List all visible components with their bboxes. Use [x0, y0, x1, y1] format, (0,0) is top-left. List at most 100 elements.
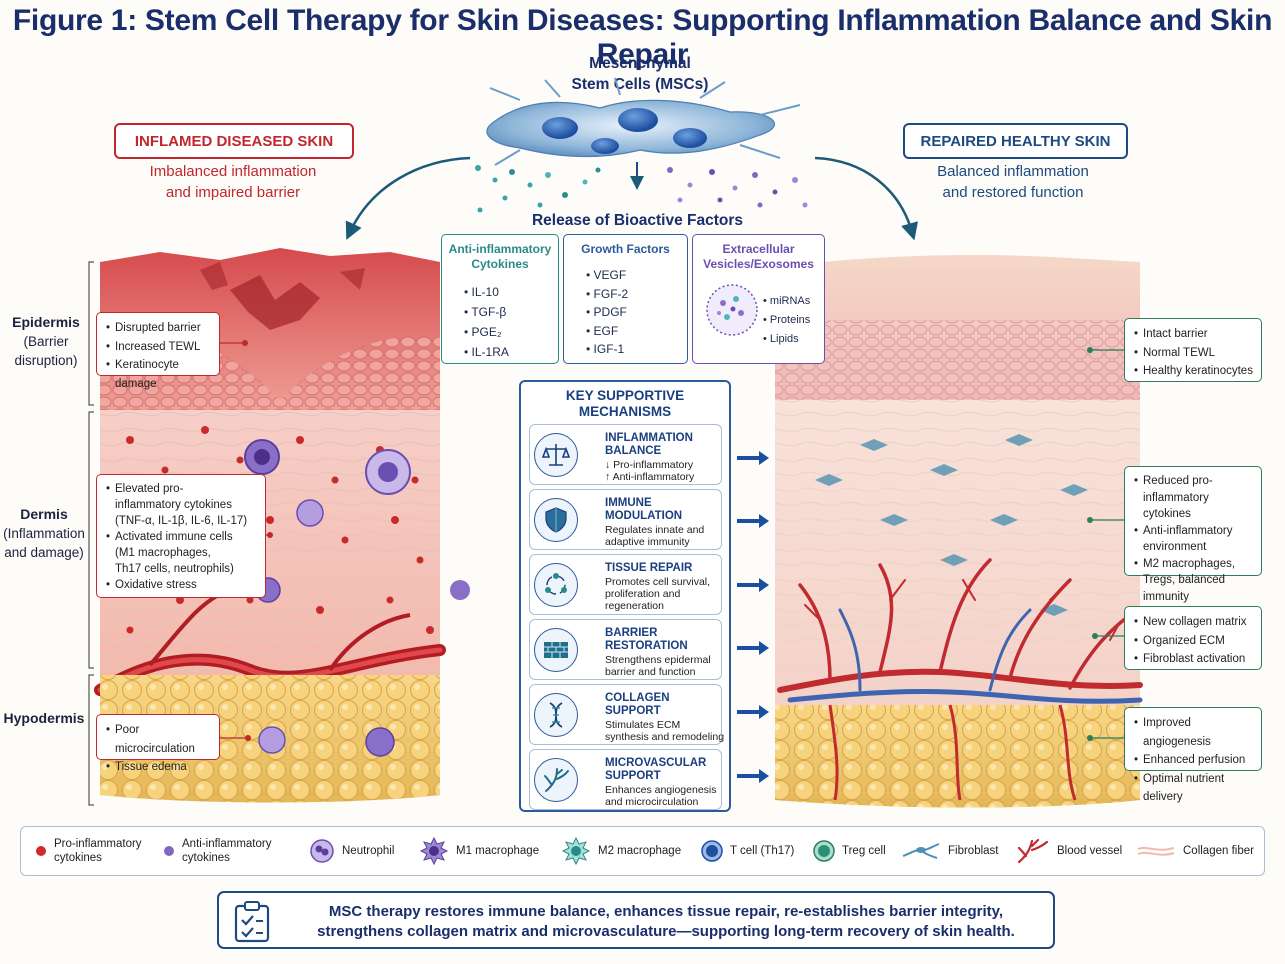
mechanism-desc-line: proliferation and: [605, 588, 681, 600]
mechanism-title-line: SUPPORT: [605, 770, 661, 782]
left-callout-epidermis: Disrupted barrier Increased TEWL Keratin…: [96, 312, 220, 390]
factor-header: Growth Factors: [564, 242, 687, 257]
mechanism-title-line: BARRIER: [605, 627, 658, 639]
shield-icon: [534, 498, 578, 542]
mechanism-desc-line: Strengthens epidermal: [605, 654, 711, 666]
left-callout-hypodermis: Poor microcirculation Tissue edema: [96, 714, 220, 776]
t-cell-icon: [701, 840, 723, 862]
mechanism-desc-line: and microcirculation: [605, 796, 699, 808]
callout-item-cont: inflammatory cytokines: [1143, 491, 1209, 521]
legend-label: cytokines: [182, 852, 230, 864]
mechanism-title-line: INFLAMMATION: [605, 432, 693, 444]
callout-item-cont: (TNF-α, IL-1β, IL-6, IL-17): [115, 515, 248, 527]
m1-macrophage-icon: [419, 836, 449, 866]
summary-line2: strengthens collagen matrix and microvas…: [317, 923, 1015, 940]
mechanisms-heading-line1: KEY SUPPORTIVE: [565, 388, 685, 403]
inflamed-subtitle-line1: Imbalanced inflammation: [149, 163, 317, 180]
legend-label: Pro-inflammatory: [54, 838, 142, 850]
factor-box-growth: Growth Factors VEGF FGF-2 PDGF EGF IGF-1: [563, 234, 688, 364]
red-dot-icon: [36, 846, 46, 856]
legend-item-m1-macrophage: M1 macrophage: [419, 827, 539, 875]
factor-item: FGF-2: [586, 285, 687, 304]
msc-label-line2: Stem Cells (MSCs): [571, 76, 709, 93]
factor-item: IL-1RA: [464, 342, 558, 362]
legend-item-neutrophil: Neutrophil: [309, 827, 394, 875]
mechanism-arrow-3: [737, 578, 769, 592]
legend-label: T cell (Th17): [730, 845, 795, 857]
epidermis-label-line2: (Barrier: [23, 334, 69, 349]
mechanism-title-line: TISSUE REPAIR: [605, 562, 693, 574]
callout-item-cont: (M1 macrophages,: [115, 547, 211, 559]
dermis-label-line2: (Inflammation: [3, 526, 85, 541]
mechanism-arrow-6: [737, 769, 769, 783]
callout-item: Optimal nutrient delivery: [1134, 770, 1253, 807]
healthy-fibroblasts: [815, 434, 1088, 616]
purple-dot-icon: [164, 846, 174, 856]
msc-illustration: [345, 77, 919, 240]
mechanism-arrow-1: [737, 451, 769, 465]
callout-item-cont: inflammatory cytokines: [115, 499, 232, 511]
mechanism-desc-line: Promotes cell survival,: [605, 576, 711, 588]
mechanism-title-line: RESTORATION: [605, 640, 688, 652]
legend-label: Fibroblast: [948, 845, 999, 857]
mechanism-arrow-4: [737, 641, 769, 655]
neutrophil-icon: [310, 839, 334, 863]
callout-item: Improved angiogenesis: [1134, 714, 1253, 751]
callout-item: New collagen matrix: [1134, 613, 1253, 632]
callout-item: Increased TEWL: [106, 338, 211, 357]
msc-label: Mesenchymal Stem Cells (MSCs): [540, 53, 740, 95]
epidermis-label-line3: disruption): [14, 353, 78, 368]
legend-label: Treg cell: [842, 845, 886, 857]
factor-header: Anti-inflammatory Cytokines: [442, 242, 558, 272]
epidermis-label-title: Epidermis: [12, 314, 80, 330]
mechanism-title-line: COLLAGEN: [605, 692, 670, 704]
right-curved-arrow: [814, 156, 919, 240]
dermis-label-line3: and damage): [4, 545, 84, 560]
right-callout-epidermis: Intact barrier Normal TEWL Healthy kerat…: [1124, 318, 1262, 382]
factor-header-line2: Vesicles/Exosomes: [703, 257, 814, 271]
collagen-fiber-icon: [1137, 846, 1175, 856]
hypodermis-label: Hypodermis: [0, 709, 88, 728]
callout-item-cont: Tregs, balanced immunity: [1143, 574, 1226, 603]
mechanisms-heading: KEY SUPPORTIVE MECHANISMS: [521, 388, 729, 420]
healthy-hypodermis: [775, 704, 1140, 808]
factor-item: TGF-β: [464, 302, 558, 322]
mechanism-desc-line: ↓ Pro-inflammatory: [605, 459, 694, 471]
right-callout-dermis: Reduced pro- inflammatory cytokines Anti…: [1124, 466, 1262, 603]
mechanism-arrow-5: [737, 705, 769, 719]
factor-header: Extracellular Vesicles/Exosomes: [693, 242, 824, 272]
mechanism-desc-line: adaptive immunity: [605, 536, 690, 548]
legend-item-m2-macrophage: M2 macrophage: [561, 827, 681, 875]
dermis-label-title: Dermis: [20, 506, 68, 522]
exosome-icon: [706, 284, 758, 336]
layer-brackets: [88, 261, 94, 806]
factor-item: IL-10: [464, 282, 558, 302]
fibroblast-icon: [902, 843, 940, 859]
factor-header-line1: Growth Factors: [581, 242, 670, 256]
legend-item-collagen-fiber: Collagen fiber: [1136, 827, 1254, 875]
dermis-label: Dermis (Inflammation and damage): [0, 505, 88, 562]
legend-item-blood-vessel: Blood vessel: [1016, 827, 1122, 875]
factor-item: Lipids: [763, 330, 810, 349]
mechanism-title-line: SUPPORT: [605, 705, 661, 717]
left-callout-dermis: Elevated pro- inflammatory cytokines (TN…: [96, 474, 266, 598]
factor-header-line2: Cytokines: [471, 257, 529, 271]
callout-item: Normal TEWL: [1134, 344, 1253, 363]
factor-item: EGF: [586, 322, 687, 341]
factor-box-exosomes: Extracellular Vesicles/Exosomes miRNAs P…: [692, 234, 825, 364]
legend-label: Blood vessel: [1057, 845, 1123, 857]
mechanism-desc-line: ↑ Anti-inflammatory: [605, 471, 695, 483]
factor-item: miRNAs: [763, 292, 810, 311]
legend-item-treg-cell: Treg cell: [813, 827, 886, 875]
msc-label-line1: Mesenchymal: [589, 55, 691, 72]
factor-item: Proteins: [763, 311, 810, 330]
mechanism-desc-line: regeneration: [605, 600, 664, 612]
mechanism-title-line: IMMUNE: [605, 497, 652, 509]
